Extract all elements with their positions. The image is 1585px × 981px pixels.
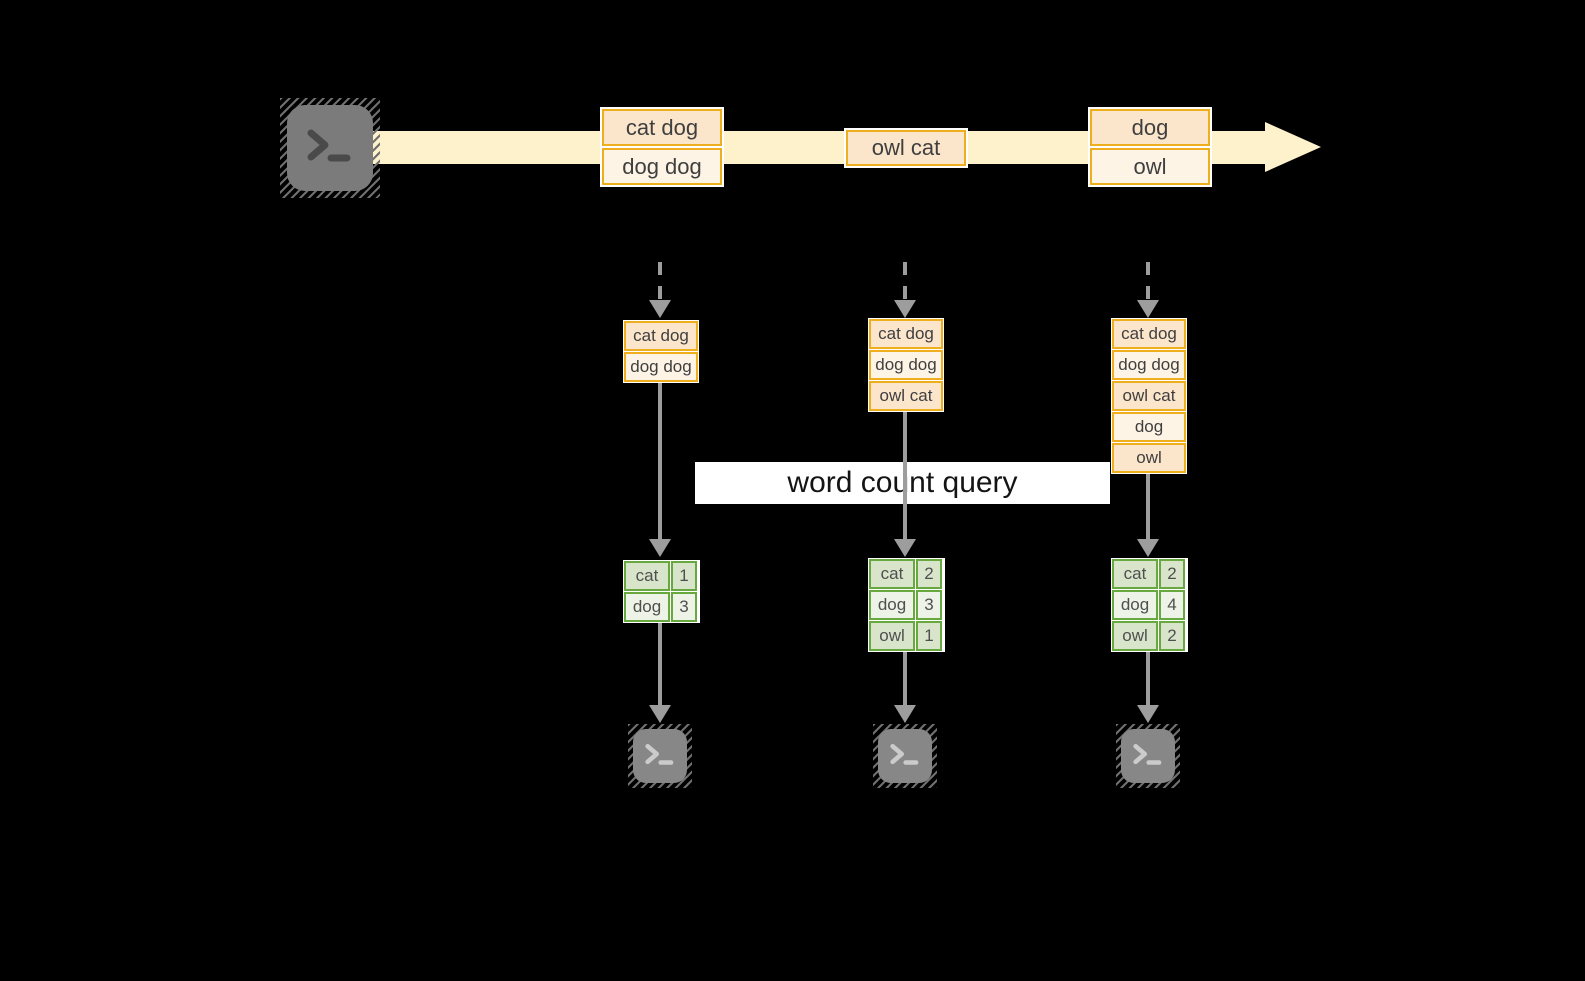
terminal-prompt-icon <box>890 743 919 765</box>
record-cell: owl cat <box>1112 381 1186 411</box>
arrowhead-icon <box>1137 300 1159 318</box>
word-cell: owl <box>1112 621 1158 651</box>
stream-event-box-2: owl cat <box>844 128 968 168</box>
record-cell: dog dog <box>602 148 722 185</box>
record-cell: cat dog <box>602 109 722 146</box>
count-cell: 1 <box>671 561 697 591</box>
input-stack-2: cat dog dog dog owl cat <box>868 318 944 412</box>
record-cell: dog <box>1090 109 1210 146</box>
table-row: owl 2 <box>1112 621 1187 651</box>
count-cell: 3 <box>916 590 942 620</box>
record-cell: dog dog <box>869 350 943 380</box>
arrow-line <box>903 412 907 541</box>
arrow-line <box>903 652 907 707</box>
arrowhead-icon <box>649 705 671 723</box>
record-cell: dog dog <box>1112 350 1186 380</box>
terminal-body <box>1121 729 1175 783</box>
terminal-prompt-icon <box>307 129 351 162</box>
dashed-arrow-line <box>903 262 907 302</box>
record-cell: owl <box>1112 443 1186 473</box>
arrow-line <box>658 383 662 541</box>
terminal-body <box>633 729 687 783</box>
table-row: cat 2 <box>869 559 944 589</box>
record-cell: owl <box>1090 148 1210 185</box>
result-table-2: cat 2 dog 3 owl 1 <box>868 558 945 652</box>
count-cell: 2 <box>1159 621 1185 651</box>
word-cell: dog <box>869 590 915 620</box>
stream-event-box-1: cat dog dog dog <box>600 107 724 187</box>
table-row: dog 4 <box>1112 590 1187 620</box>
record-cell: cat dog <box>869 319 943 349</box>
stream-event-box-3: dog owl <box>1088 107 1212 187</box>
record-cell: dog <box>1112 412 1186 442</box>
arrowhead-icon <box>649 539 671 557</box>
source-terminal-icon <box>280 98 380 198</box>
result-table-3: cat 2 dog 4 owl 2 <box>1111 558 1188 652</box>
record-cell: cat dog <box>624 321 698 351</box>
arrowhead-icon <box>894 705 916 723</box>
input-stack-1: cat dog dog dog <box>623 320 699 383</box>
arrow-line <box>1146 474 1150 541</box>
table-row: owl 1 <box>869 621 944 651</box>
terminal-body <box>287 105 373 191</box>
count-cell: 4 <box>1159 590 1185 620</box>
table-row: dog 3 <box>869 590 944 620</box>
arrowhead-icon <box>1137 705 1159 723</box>
result-table-1: cat 1 dog 3 <box>623 560 700 623</box>
count-cell: 3 <box>671 592 697 622</box>
arrowhead-icon <box>649 300 671 318</box>
word-cell: cat <box>1112 559 1158 589</box>
sink-terminal-icon <box>628 724 692 788</box>
arrow-line <box>658 623 662 707</box>
terminal-body <box>878 729 932 783</box>
word-cell: cat <box>624 561 670 591</box>
sink-terminal-icon <box>1116 724 1180 788</box>
word-cell: cat <box>869 559 915 589</box>
arrowhead-icon <box>894 539 916 557</box>
terminal-prompt-icon <box>1133 743 1162 765</box>
query-label: word count query <box>695 462 1110 504</box>
record-cell: owl cat <box>846 130 966 166</box>
arrowhead-icon <box>1137 539 1159 557</box>
count-cell: 1 <box>916 621 942 651</box>
arrow-line <box>1146 652 1150 707</box>
count-cell: 2 <box>1159 559 1185 589</box>
arrowhead-icon <box>894 300 916 318</box>
record-cell: cat dog <box>1112 319 1186 349</box>
input-stack-3: cat dog dog dog owl cat dog owl <box>1111 318 1187 474</box>
record-cell: owl cat <box>869 381 943 411</box>
stream-arrowhead-icon <box>1265 122 1321 172</box>
word-cell: dog <box>1112 590 1158 620</box>
dashed-arrow-line <box>1146 262 1150 302</box>
table-row: cat 2 <box>1112 559 1187 589</box>
word-cell: owl <box>869 621 915 651</box>
table-row: cat 1 <box>624 561 699 591</box>
dashed-arrow-line <box>658 262 662 302</box>
word-cell: dog <box>624 592 670 622</box>
count-cell: 2 <box>916 559 942 589</box>
terminal-prompt-icon <box>645 743 674 765</box>
record-cell: dog dog <box>624 352 698 382</box>
table-row: dog 3 <box>624 592 699 622</box>
sink-terminal-icon <box>873 724 937 788</box>
